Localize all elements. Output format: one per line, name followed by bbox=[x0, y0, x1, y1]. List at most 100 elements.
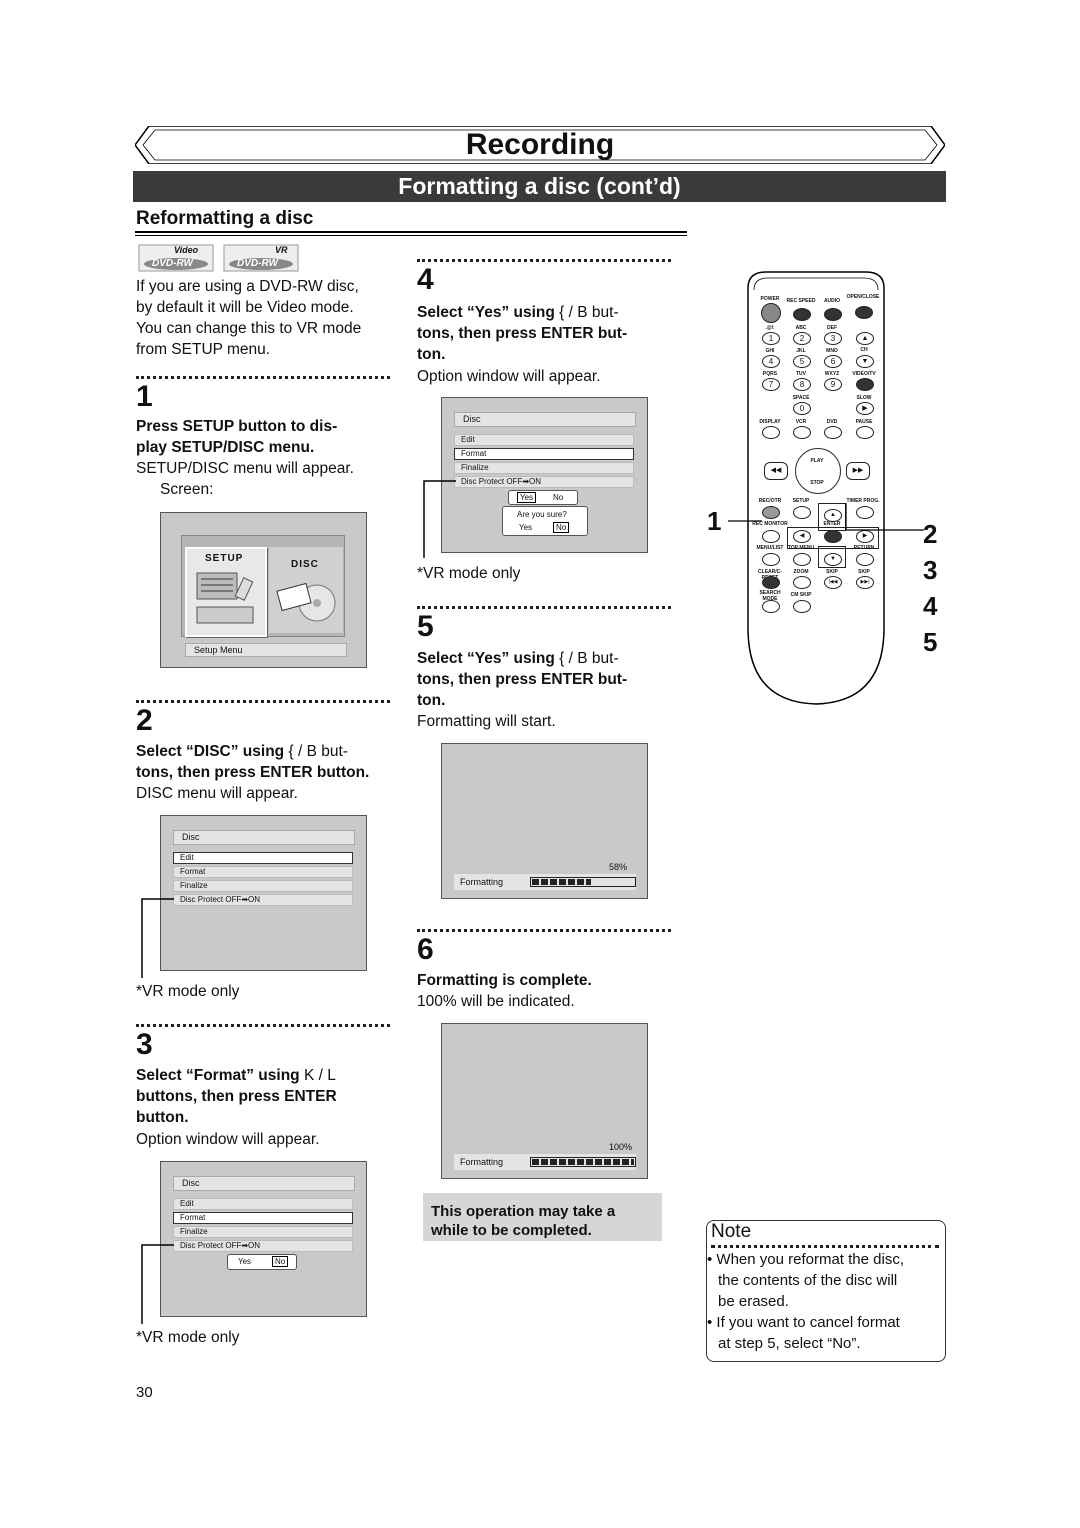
up-arrow-button[interactable]: ▲ bbox=[824, 509, 842, 522]
timer-prog-label: TIMER PROG. bbox=[846, 498, 880, 504]
step-1-result: SETUP/DISC menu will appear.Screen: bbox=[136, 460, 354, 498]
key-7-button[interactable]: 7 bbox=[762, 378, 780, 391]
dvd-button[interactable] bbox=[824, 426, 842, 439]
option-window: Yes No bbox=[227, 1254, 297, 1270]
heading-rule-thin bbox=[135, 235, 687, 236]
skip-forward-button[interactable]: ▶▶| bbox=[856, 576, 874, 589]
key-8-button[interactable]: 8 bbox=[793, 378, 811, 391]
key-0-button[interactable]: 0 bbox=[793, 402, 811, 415]
menu-item-disc-protect[interactable]: Disc Protect OFF➡ON bbox=[454, 476, 634, 488]
rewind-button[interactable]: ◀◀ bbox=[764, 462, 788, 480]
skip-back-label: SKIP bbox=[826, 569, 838, 575]
rec-otr-button[interactable] bbox=[762, 506, 780, 519]
badge-vr-label: VR bbox=[275, 245, 288, 255]
menu-item-edit[interactable]: Edit bbox=[173, 852, 353, 864]
step-3-number: 3 bbox=[136, 1028, 153, 1061]
note-bullet-1: • When you reformat the disc, the conten… bbox=[707, 1251, 905, 1310]
menu-item-finalize[interactable]: Finalize bbox=[454, 462, 634, 474]
option-no[interactable]: No bbox=[272, 1256, 289, 1267]
section-banner bbox=[135, 126, 945, 164]
disc-badge-icon bbox=[223, 244, 299, 272]
ch-up-button[interactable]: ▲ bbox=[856, 332, 874, 345]
power-button[interactable] bbox=[761, 303, 781, 323]
menu-item-format[interactable]: Format bbox=[173, 1212, 353, 1224]
dvd-label: DVD bbox=[826, 419, 838, 425]
slow-button[interactable]: ▶ bbox=[856, 402, 874, 415]
dvd-rw-vr-badge: VR DVD-RW bbox=[223, 244, 299, 272]
confirm-text: Are you sure? bbox=[517, 510, 567, 519]
ch-down-button[interactable]: ▼ bbox=[856, 355, 874, 368]
open-close-button[interactable] bbox=[855, 306, 873, 319]
left-arrow-button[interactable]: ◀ bbox=[793, 530, 811, 543]
setup-tab-label: SETUP bbox=[205, 553, 244, 564]
menu-item-finalize[interactable]: Finalize bbox=[173, 1226, 353, 1238]
pause-button[interactable] bbox=[856, 426, 874, 439]
note-bullet-2: • If you want to cancel format at step 5… bbox=[707, 1314, 900, 1352]
return-button[interactable] bbox=[856, 553, 874, 566]
skip-back-button[interactable]: |◀◀ bbox=[824, 576, 842, 589]
display-button[interactable] bbox=[762, 426, 780, 439]
disc-tab: DISC bbox=[269, 547, 343, 633]
menu-item-format[interactable]: Format bbox=[173, 866, 353, 878]
play-label[interactable]: PLAY bbox=[810, 458, 824, 464]
step-4-result: Option window will appear. bbox=[417, 368, 601, 385]
audio-label: AUDIO bbox=[823, 298, 841, 304]
space-label: SPACE bbox=[792, 395, 810, 401]
vcr-button[interactable] bbox=[793, 426, 811, 439]
menu-list-button[interactable] bbox=[762, 553, 780, 566]
vcr-label: VCR bbox=[795, 419, 807, 425]
badge-dvdrw-label: DVD-RW bbox=[237, 258, 278, 269]
progress-percent: 100% bbox=[609, 1142, 633, 1152]
option-yes[interactable]: Yes bbox=[517, 492, 537, 503]
key-9-button[interactable]: 9 bbox=[824, 378, 842, 391]
zoom-button[interactable] bbox=[793, 576, 811, 589]
setup-button[interactable] bbox=[793, 506, 811, 519]
vr-mode-note: *VR mode only bbox=[417, 565, 521, 582]
step-4-instruction: Select “Yes” using { / B but- tons, then… bbox=[417, 304, 628, 363]
rec-speed-button[interactable] bbox=[793, 308, 811, 321]
confirm-yes[interactable]: Yes bbox=[519, 523, 533, 532]
menu-item-edit[interactable]: Edit bbox=[173, 1198, 353, 1210]
key-6-button[interactable]: 6 bbox=[824, 355, 842, 368]
audio-button[interactable] bbox=[824, 308, 842, 321]
key-3-button[interactable]: 3 bbox=[824, 332, 842, 345]
key-5-button[interactable]: 5 bbox=[793, 355, 811, 368]
top-menu-button[interactable] bbox=[793, 553, 811, 566]
fast-forward-button[interactable]: ▶▶ bbox=[846, 462, 870, 480]
search-mode-button[interactable] bbox=[762, 600, 780, 613]
vr-mode-note: *VR mode only bbox=[136, 983, 240, 1000]
video-tv-button[interactable] bbox=[856, 378, 874, 391]
dvd-rw-video-badge: Video DVD-RW bbox=[138, 244, 214, 272]
menu-item-disc-protect[interactable]: Disc Protect OFF➡ON bbox=[173, 894, 353, 906]
option-yes[interactable]: Yes bbox=[238, 1257, 252, 1266]
clear-button[interactable] bbox=[762, 576, 780, 589]
power-label: POWER bbox=[760, 296, 780, 302]
key-4-button[interactable]: 4 bbox=[762, 355, 780, 368]
timer-prog-button[interactable] bbox=[856, 506, 874, 519]
menu-item-format[interactable]: Format bbox=[454, 448, 634, 460]
cm-skip-button[interactable] bbox=[793, 600, 811, 613]
enter-button[interactable] bbox=[824, 530, 842, 543]
key-1-button[interactable]: 1 bbox=[762, 332, 780, 345]
confirm-no[interactable]: No bbox=[553, 522, 570, 533]
format-option-screen: Disc Edit Format Finalize Disc Protect O… bbox=[160, 1161, 367, 1317]
progress-label: Formatting bbox=[460, 1157, 504, 1167]
stop-label[interactable]: STOP bbox=[810, 480, 824, 486]
ch-label: CH bbox=[860, 347, 868, 353]
down-arrow-button[interactable]: ▼ bbox=[824, 553, 842, 566]
menu-item-disc-protect[interactable]: Disc Protect OFF➡ON bbox=[173, 1240, 353, 1252]
step-5-number: 5 bbox=[417, 610, 434, 643]
rec-speed-label: REC SPEED bbox=[786, 298, 816, 304]
video-tv-label: VIDEO/TV bbox=[852, 371, 876, 377]
rec-monitor-button[interactable] bbox=[762, 530, 780, 543]
step-3-instruction: Select “Format” using K / L buttons, the… bbox=[136, 1067, 337, 1126]
key-2-label: ABC bbox=[795, 325, 807, 331]
key-2-button[interactable]: 2 bbox=[793, 332, 811, 345]
lr-key-box bbox=[787, 527, 879, 549]
option-no[interactable]: No bbox=[553, 493, 564, 502]
vr-callout-line bbox=[141, 1244, 174, 1324]
step-1-instruction: Press SETUP button to dis-play SETUP/DIS… bbox=[136, 418, 338, 456]
menu-item-finalize[interactable]: Finalize bbox=[173, 880, 353, 892]
menu-item-edit[interactable]: Edit bbox=[454, 434, 634, 446]
